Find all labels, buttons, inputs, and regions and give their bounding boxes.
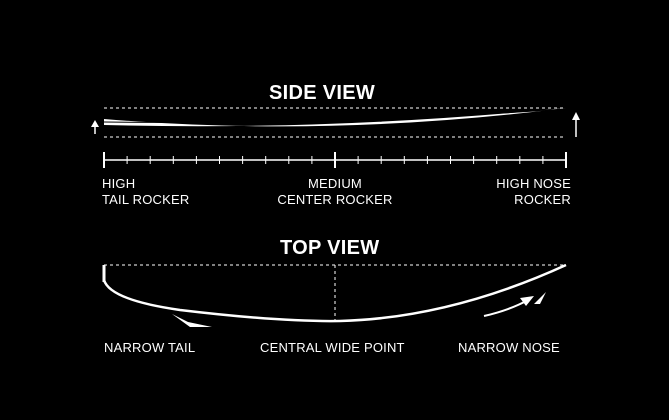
central-wide-point-label: CENTRAL WIDE POINT [260, 340, 405, 355]
top-view-title: TOP VIEW [280, 237, 380, 259]
ruler-ticks [103, 152, 567, 168]
board-deck-line [103, 108, 567, 123]
high-nose-rocker-label: HIGH NOSE ROCKER [496, 176, 571, 207]
rocker-scale-ruler [103, 152, 567, 168]
board-rocker-profile [104, 108, 566, 127]
tail-taper-arrow-icon [172, 314, 212, 327]
top-view-graphic [102, 263, 567, 327]
narrow-tail-label: NARROW TAIL [104, 340, 196, 355]
narrow-nose-label: NARROW NOSE [458, 340, 560, 355]
tail-rocker-arrow-icon [91, 120, 99, 134]
side-view-graphic [91, 107, 580, 138]
board-outline-rail [102, 263, 567, 323]
side-view-title: SIDE VIEW [269, 82, 376, 104]
medium-center-rocker-label: MEDIUM CENTER ROCKER [277, 176, 393, 207]
high-tail-rocker-label: HIGH TAIL ROCKER [102, 176, 190, 207]
nose-rocker-arrow-icon [572, 112, 580, 137]
nose-taper-arrow-icon [483, 292, 546, 317]
